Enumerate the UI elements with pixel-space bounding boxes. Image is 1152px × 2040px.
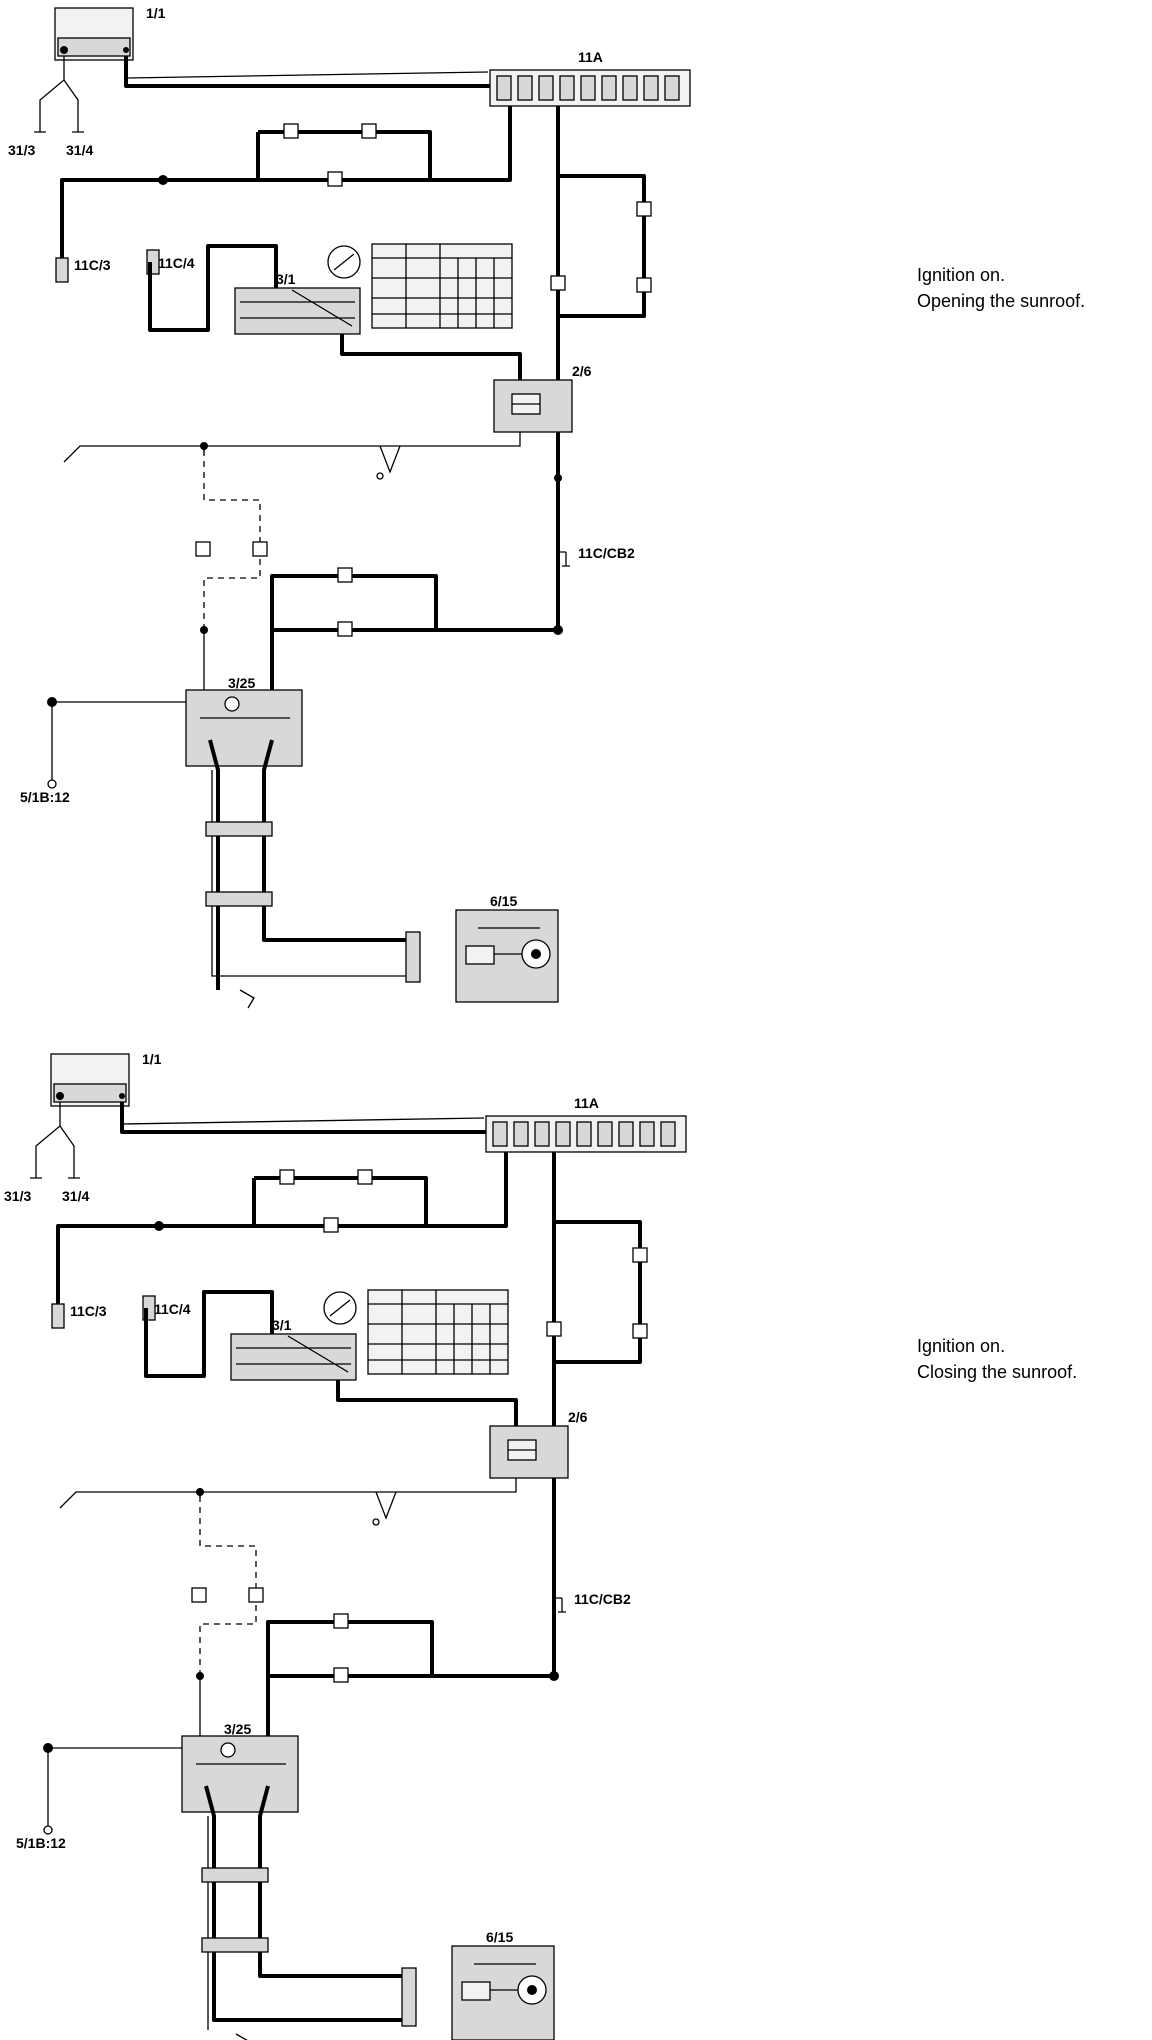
label-relay-b: 2/6 bbox=[568, 1409, 588, 1425]
label-circuit-breaker-b: 11C/CB2 bbox=[574, 1591, 631, 1607]
label-ground-31-3: 31/3 bbox=[8, 142, 35, 158]
caption-closing: Ignition on. Closing the sunroof. bbox=[917, 1333, 1077, 1385]
fuse-strip-fuses-b bbox=[492, 1121, 676, 1147]
caption-opening: Ignition on. Opening the sunroof. bbox=[917, 262, 1085, 314]
label-ground-31-4-b: 31/4 bbox=[62, 1188, 89, 1204]
label-ignition-switch: 3/1 bbox=[276, 271, 296, 287]
sunroof-switch-3-25 bbox=[185, 689, 303, 767]
label-fuse-strip: 11A bbox=[578, 49, 603, 65]
switch-position-table-b bbox=[367, 1289, 509, 1375]
ignition-switch-3-1 bbox=[234, 287, 361, 335]
caption-opening-line1: Ignition on. bbox=[917, 265, 1006, 285]
label-fuse-strip-b: 11A bbox=[574, 1095, 599, 1111]
label-sunroof-switch: 3/25 bbox=[228, 675, 255, 691]
label-connector-11c-3: 11C/3 bbox=[74, 257, 111, 273]
switch-position-table bbox=[371, 243, 513, 329]
label-ground-point: 5/1B:12 bbox=[20, 789, 70, 805]
label-connector-11c-3-b: 11C/3 bbox=[70, 1303, 107, 1319]
diagram-closing: 1/1 31/3 31/4 11A 11C/3 11C/4 3/1 bbox=[4, 1051, 687, 2040]
label-motor-b: 6/15 bbox=[486, 1929, 513, 1945]
ignition-switch-3-1-b bbox=[230, 1333, 357, 1381]
label-ground-point-b: 5/1B:12 bbox=[16, 1835, 66, 1851]
caption-closing-line1: Ignition on. bbox=[917, 1336, 1006, 1356]
label-motor: 6/15 bbox=[490, 893, 517, 909]
label-sunroof-switch-b: 3/25 bbox=[224, 1721, 251, 1737]
label-relay: 2/6 bbox=[572, 363, 592, 379]
diagram-opening: 1/1 31/3 31/4 11A 11C/3 11C/4 bbox=[8, 5, 691, 1009]
label-ground-31-4: 31/4 bbox=[66, 142, 93, 158]
label-connector-11c-4: 11C/4 bbox=[158, 255, 195, 271]
label-fuse-box: 1/1 bbox=[146, 5, 166, 21]
label-ignition-switch-b: 3/1 bbox=[272, 1317, 292, 1333]
fuse-strip-fuses bbox=[496, 75, 680, 101]
label-ground-31-3-b: 31/3 bbox=[4, 1188, 31, 1204]
label-circuit-breaker: 11C/CB2 bbox=[578, 545, 635, 561]
label-connector-11c-4-b: 11C/4 bbox=[154, 1301, 191, 1317]
caption-opening-line2: Opening the sunroof. bbox=[917, 291, 1086, 311]
label-fuse-box-b: 1/1 bbox=[142, 1051, 162, 1067]
sunroof-switch-3-25-b bbox=[181, 1735, 299, 1813]
caption-closing-line2: Closing the sunroof. bbox=[917, 1362, 1078, 1382]
